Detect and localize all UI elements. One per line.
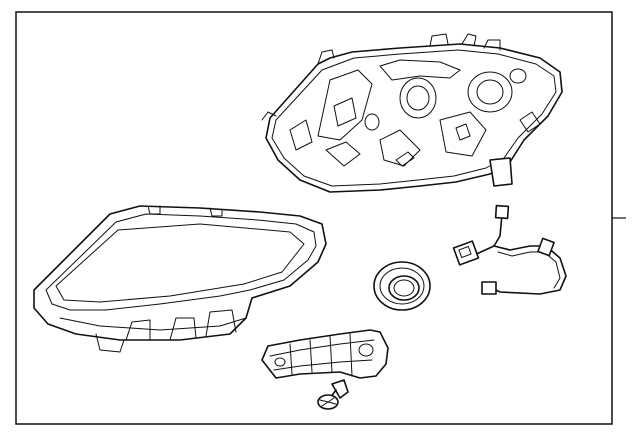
mounting-bracket-icon xyxy=(261,329,389,379)
seal-ring-icon xyxy=(373,261,431,311)
headlamp-lens-icon xyxy=(33,205,327,353)
bolt-icon xyxy=(317,379,349,410)
wiring-harness-icon xyxy=(452,204,567,295)
headlamp-housing-icon xyxy=(261,33,563,193)
